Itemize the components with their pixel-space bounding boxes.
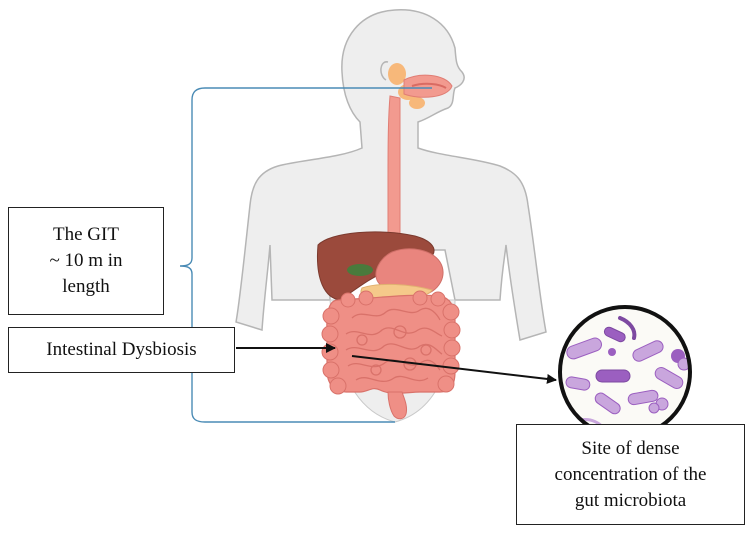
git-label-line-2: ~ 10 m in [49,250,123,271]
microbiota-site-label: Site of dense concentration of the gut m… [516,424,745,525]
site-label-line-2: concentration of the [554,463,707,485]
site-label-line-1: Site of dense [581,437,680,459]
microbiota-magnified-view [558,305,692,439]
git-label-line-1: The GIT [53,224,119,245]
git-label-line-3: length [62,276,110,297]
bacteria-cells [565,316,690,430]
oral-cavity [403,74,453,98]
git-bracket [179,87,432,423]
microbiota-arrow [351,355,557,384]
gallbladder [347,264,373,276]
git-length-label: The GIT ~ 10 m in length [8,207,164,315]
site-label-line-3: gut microbiota [574,489,687,511]
colon-haustra [321,290,461,395]
intestinal-dysbiosis-label: Intestinal Dysbiosis [8,327,235,373]
dysbiosis-label-text: Intestinal Dysbiosis [46,339,197,360]
rectum [387,391,407,420]
